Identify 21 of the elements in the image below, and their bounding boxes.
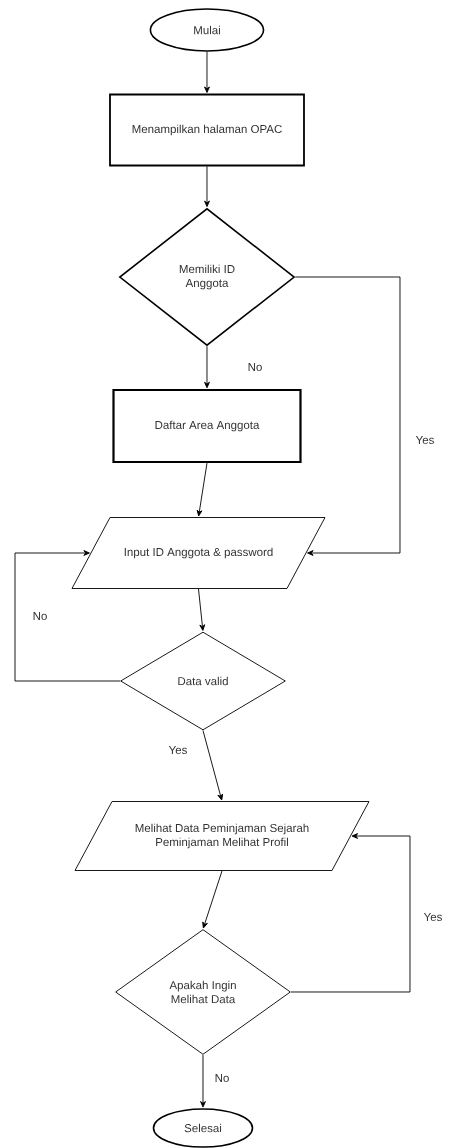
edge-label: Yes [422, 912, 444, 922]
edge-label: Yes [414, 435, 436, 445]
arrow [200, 1054, 206, 1108]
arrow [196, 462, 208, 517]
edge-label: No [31, 611, 49, 621]
arrow [204, 345, 210, 389]
edge-label: Yes [167, 745, 189, 755]
process-box: Menampilkan halaman OPAC [109, 93, 305, 167]
arrow [202, 730, 224, 801]
arrow [202, 870, 223, 929]
process-box: Daftar Area Anggota [112, 388, 302, 464]
arrow [204, 51, 210, 93]
input-parallelogram: Input ID Anggota & password [71, 517, 326, 589]
edge-label: No [213, 1073, 231, 1083]
arrow [198, 588, 206, 631]
arrow [204, 165, 210, 208]
arrow [290, 833, 411, 993]
arrow [14, 550, 121, 682]
input-parallelogram: Melihat Data Peminjaman Sejarah Peminjaman Melihat Profil [74, 801, 370, 871]
edge-label: No [246, 362, 264, 372]
arrow [294, 276, 401, 556]
